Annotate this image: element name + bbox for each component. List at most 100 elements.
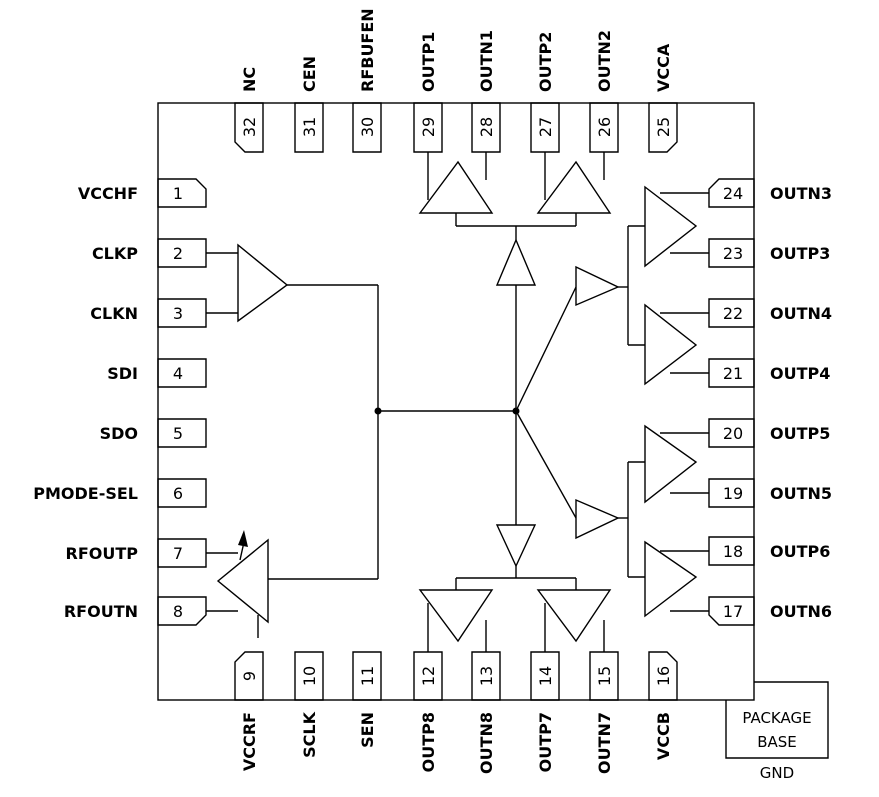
pin-box (530, 651, 560, 701)
pin-box (708, 298, 755, 328)
pin-number: 10 (300, 666, 319, 686)
pin-number: 29 (419, 117, 438, 137)
pin-number: 13 (477, 666, 496, 686)
pin-name: VCCA (654, 43, 673, 92)
buffer-out6 (644, 540, 698, 618)
pin-box (157, 538, 207, 568)
pin-name: OUTN5 (770, 484, 832, 503)
pin-box (352, 102, 382, 153)
pin-box (294, 102, 324, 153)
pin-name: NC (240, 67, 259, 92)
pin-box (708, 596, 755, 626)
buffer-out4 (644, 303, 698, 386)
pin-31: 31 CEN (294, 56, 324, 153)
pin-box (589, 651, 619, 701)
pin-name: OUTN1 (477, 30, 496, 92)
pin-28: 28 OUTN1 (471, 30, 501, 153)
pin-number: 6 (173, 484, 183, 503)
pin-name: OUTN4 (770, 304, 832, 323)
pin-box (294, 651, 324, 701)
pin-name: OUTN7 (595, 712, 614, 774)
pin-box (413, 102, 443, 153)
pin-box (471, 102, 501, 153)
pin-box (157, 596, 207, 626)
package-base: PACKAGE BASE GND (725, 681, 829, 782)
pin-6: 6 PMODE-SEL (33, 478, 207, 508)
pin-box (234, 651, 264, 701)
pin-number: 12 (419, 666, 438, 686)
pin-name: OUTP8 (419, 712, 438, 772)
rf-output-buffer (216, 538, 269, 624)
pin-number: 14 (536, 666, 555, 686)
clock-input-buffer (237, 243, 289, 323)
pin-number: 26 (595, 117, 614, 137)
pin-box (352, 651, 382, 701)
pin-number: 9 (240, 671, 259, 681)
buffer-right-lower (575, 498, 620, 540)
pin-box (157, 418, 207, 448)
pin-number: 30 (358, 117, 377, 137)
pin-number: 2 (173, 244, 183, 263)
buffer-out2 (536, 160, 612, 214)
pin-box (530, 102, 560, 153)
pin-box (589, 102, 619, 153)
pin-number: 23 (723, 244, 743, 263)
pin-box (648, 651, 678, 701)
pin-name: OUTN3 (770, 184, 832, 203)
pin-number: 28 (477, 117, 496, 137)
pin-number: 7 (173, 544, 183, 563)
pin-number: 20 (723, 424, 743, 443)
buffers (216, 160, 698, 643)
pin-box (708, 178, 755, 208)
junction-dot (512, 407, 520, 415)
buffer-out8 (418, 589, 494, 643)
pin-name: SCLK (300, 711, 319, 757)
pin-name: OUTN2 (595, 30, 614, 92)
pin-box (413, 651, 443, 701)
pin-name: PMODE-SEL (33, 484, 138, 503)
pin-box (708, 418, 755, 448)
pin-box (708, 238, 755, 268)
pin-number: 31 (300, 117, 319, 137)
pins-left: 1VCCHF2CLKP3CLKN4SDI5SDO6PMODE-SEL7RFOUT… (33, 178, 207, 626)
pins-bottom: 9VCCRF10SCLK11SEN12OUTP813OUTN814OUTP715… (234, 651, 678, 774)
pin-number: 17 (723, 602, 743, 621)
pin-box (708, 536, 755, 566)
pin-number: 22 (723, 304, 743, 323)
pin-box (708, 478, 755, 508)
pin-22: 22 OUTN4 (708, 298, 832, 328)
pin-name: VCCRF (240, 712, 259, 771)
buffer-out5 (644, 424, 698, 504)
pin-number: 21 (723, 364, 743, 383)
pin-box (708, 358, 755, 388)
pin-name: OUTP6 (770, 542, 830, 561)
pin-name: SEN (358, 712, 377, 748)
internal-wiring (206, 152, 709, 652)
pin-name: CEN (300, 56, 319, 92)
gnd-label: GND (760, 764, 794, 782)
pin-number: 25 (654, 117, 673, 137)
pin-name: RFOUTN (64, 602, 138, 621)
pin-box (157, 238, 207, 268)
